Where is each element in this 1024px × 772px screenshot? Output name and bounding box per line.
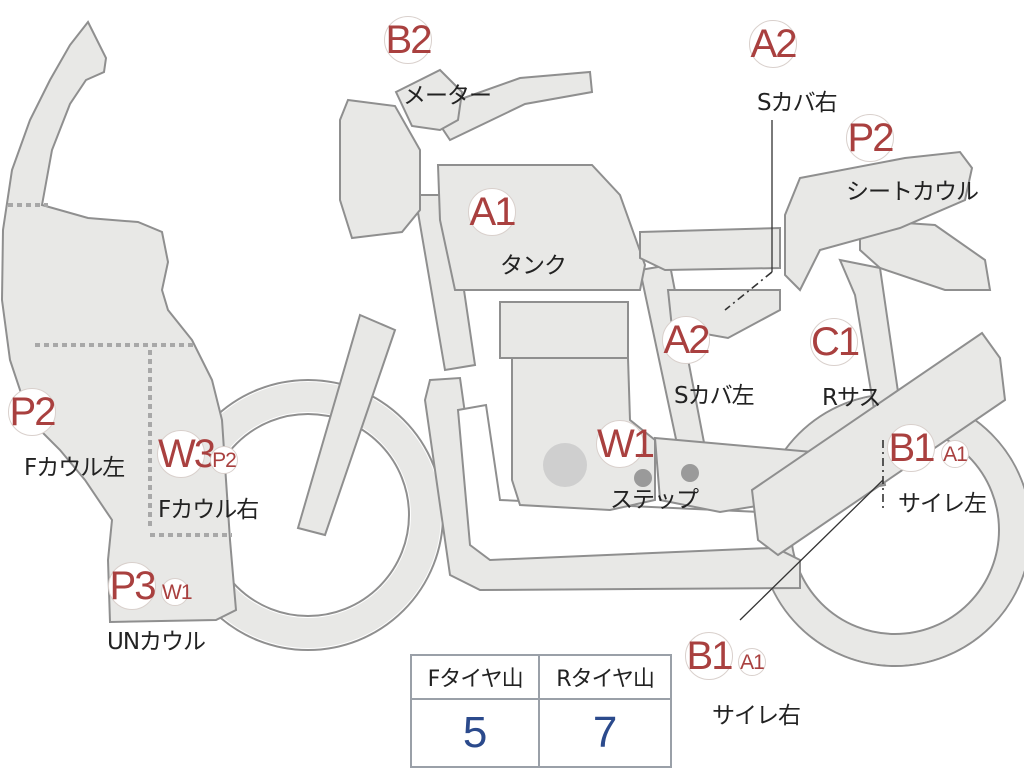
front-cowl-left-label: Fカウル左 xyxy=(24,455,125,481)
muffler-right-code-badge: B1 xyxy=(685,632,733,680)
front-cowl xyxy=(0,20,238,624)
muffler-right-sub-badge: A1 xyxy=(738,648,766,676)
under-cowl-code-badge: P3 xyxy=(108,562,156,610)
tank-code-badge: A1 xyxy=(468,188,516,236)
front-cowl-right-code-badge: W3 xyxy=(157,430,216,478)
muffler-left-code-badge: B1 xyxy=(887,424,935,472)
leader-seat-cover-right-end xyxy=(724,271,773,311)
meter-code-badge: B2 xyxy=(384,16,432,64)
step-peg-left xyxy=(634,469,652,487)
front-cowl-left-code-badge: P2 xyxy=(8,388,56,436)
seat-cover-left-label: Sカバ左 xyxy=(674,383,755,409)
handlebar xyxy=(428,70,594,142)
rear-suspension-label: Rサス xyxy=(822,385,882,411)
seat-cover-right-code-badge: A2 xyxy=(749,20,797,68)
seat-cowl-label: シートカウル xyxy=(846,179,979,205)
meter-pod xyxy=(394,68,464,132)
step-code-badge: W1 xyxy=(596,420,655,468)
under-cowl-sub-badge: W1 xyxy=(161,578,193,606)
muffler-left-label: サイレ左 xyxy=(898,491,987,517)
tire-tread-table: Fタイヤ山 Rタイヤ山 5 7 xyxy=(409,654,672,768)
rear-tread-value: 7 xyxy=(538,698,672,768)
step-label: ステップ xyxy=(610,487,699,513)
tank-label: タンク xyxy=(500,253,567,279)
meter-label: メーター xyxy=(403,83,492,109)
rear-tread-header: Rタイヤ山 xyxy=(538,654,672,700)
seat-cowl xyxy=(784,150,974,292)
tire-tread-header-row: Fタイヤ山 Rタイヤ山 xyxy=(409,654,672,700)
rear-suspension-code-badge: C1 xyxy=(810,318,860,366)
seat-cowl-code-badge: P2 xyxy=(846,114,894,162)
muffler-right-label: サイレ右 xyxy=(712,703,801,729)
engine-head xyxy=(499,301,629,359)
front-tread-header: Fタイヤ山 xyxy=(409,654,541,700)
seat xyxy=(639,226,781,272)
leader-muffler-right xyxy=(739,479,884,621)
engine-cover xyxy=(543,443,587,487)
tire-tread-value-row: 5 7 xyxy=(409,698,672,768)
muffler xyxy=(750,331,1007,557)
front-tread-value: 5 xyxy=(409,698,541,768)
seat-cover-left-code-badge: A2 xyxy=(662,316,710,364)
front-cowl-right-label: Fカウル右 xyxy=(158,497,259,523)
muffler-left-sub-badge: A1 xyxy=(941,440,969,468)
seat-cover-right-label: Sカバ右 xyxy=(757,90,838,116)
headlight xyxy=(339,98,421,240)
front-fork xyxy=(296,313,397,537)
step-peg-right xyxy=(681,464,699,482)
front-cowl-right-sub-badge: P2 xyxy=(210,446,238,474)
rear-fender xyxy=(859,218,992,291)
under-cowl-label: UNカウル xyxy=(107,629,206,655)
